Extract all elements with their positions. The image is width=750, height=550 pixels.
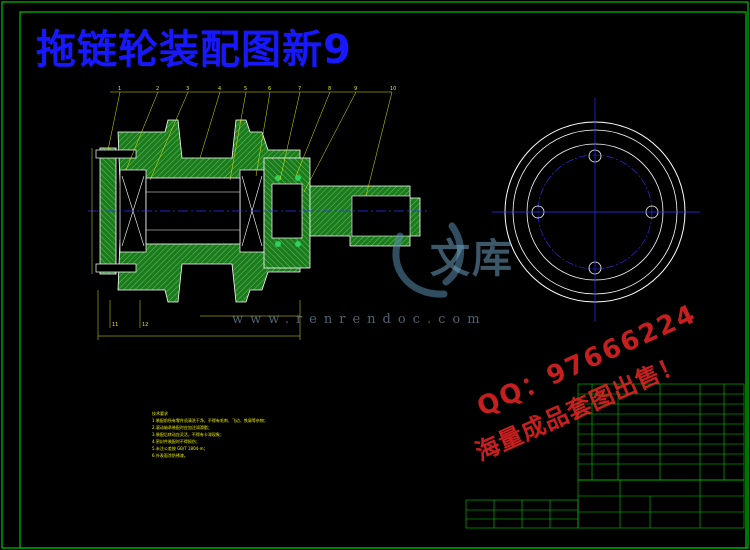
note-line: 3.装配后转动应灵活，不得有卡滞现象； [152, 432, 224, 437]
part-number: 10 [390, 86, 396, 92]
part-number: 4 [218, 86, 221, 92]
title-block [465, 383, 745, 529]
note-line: 5.未注公差按 GB/T 1804-m； [152, 446, 208, 451]
part-number: 2 [156, 86, 159, 92]
note-line: 6.外表面涂防锈漆。 [152, 453, 188, 458]
part-number: 5 [244, 86, 247, 92]
inner-frame [19, 11, 747, 549]
technical-notes: 技术要求 1.装配前所有零件须清洗干净，不得有毛刺、飞边、铁屑等杂物； 2.滚动… [152, 410, 268, 459]
part-number: 12 [142, 322, 148, 328]
part-number-labels: 1 2 3 4 5 6 7 8 9 10 11 12 [112, 86, 396, 328]
part-number: 7 [298, 86, 301, 92]
part-number: 8 [328, 86, 331, 92]
note-line: 2.滚动轴承装配时应加注润滑脂； [152, 425, 212, 430]
part-number: 6 [268, 86, 271, 92]
part-number: 9 [354, 86, 357, 92]
watermark-url: www.renrendoc.com [232, 312, 487, 327]
watermark-brand: 文库 [430, 236, 514, 282]
drawing-title: 拖链轮装配图新9 [36, 27, 352, 73]
note-line: 1.装配前所有零件须清洗干净，不得有毛刺、飞边、铁屑等杂物； [152, 418, 268, 423]
end-view [492, 98, 700, 322]
section-view [88, 91, 430, 340]
note-line: 4.密封件装配时不得损伤； [152, 439, 200, 444]
watermark-logo-icon [392, 222, 465, 298]
part-number: 11 [112, 322, 118, 328]
part-number: 1 [118, 86, 121, 92]
part-number: 3 [186, 86, 189, 92]
notes-heading: 技术要求 [152, 411, 168, 416]
